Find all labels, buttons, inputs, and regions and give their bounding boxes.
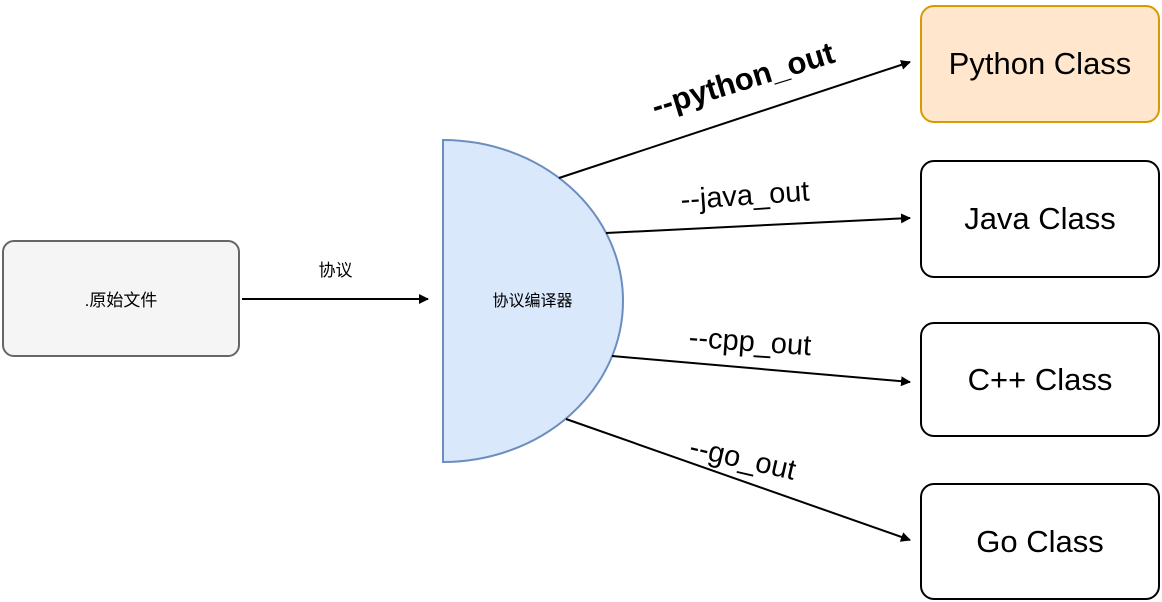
python-class-label: Python Class (948, 46, 1132, 81)
edge-cpp-arrow (611, 355, 911, 387)
go-class-label: Go Class (976, 523, 1104, 559)
go-class-node: Go Class (920, 483, 1160, 600)
edge-java-arrow (605, 213, 911, 234)
edge-go-arrow (565, 418, 911, 542)
python-class-node: Python Class (920, 5, 1160, 123)
java-class-node: Java Class (920, 160, 1160, 278)
edge-python-arrow (558, 60, 911, 179)
java-class-label: Java Class (964, 201, 1116, 236)
cpp-class-node: C++ Class (920, 322, 1160, 437)
cpp-class-label: C++ Class (967, 361, 1113, 397)
compiler-node-shape (442, 138, 624, 464)
source-file-label: .原始文件 (84, 291, 158, 310)
compiler-node-label: 协议编译器 (492, 293, 573, 310)
source-file-node: .原始文件 (2, 240, 240, 357)
edge-protocol-label: 协议 (318, 261, 353, 280)
